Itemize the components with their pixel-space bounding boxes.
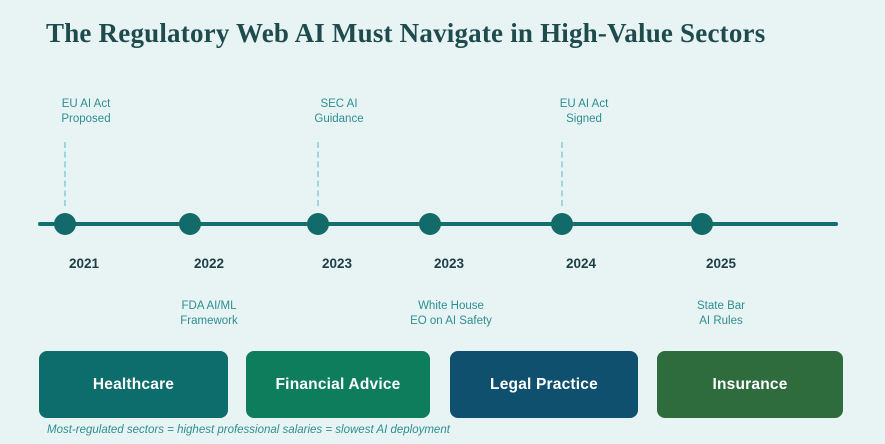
event-label-line: Proposed xyxy=(61,113,111,125)
event-label-line: EU AI Act xyxy=(559,98,609,110)
event-label-sec-ai-guidance: SEC AI Guidance xyxy=(259,97,419,127)
event-label-line: Framework xyxy=(180,315,238,327)
event-label-line: SEC AI xyxy=(320,98,358,110)
year-label-2023a: 2023 xyxy=(321,256,353,271)
event-label-line: AI Rules xyxy=(699,315,743,327)
timeline-dot xyxy=(54,213,76,235)
event-label-line: EU AI Act xyxy=(61,98,111,110)
event-label-eu-ai-act-signed: EU AI Act Signed xyxy=(504,97,664,127)
event-label-line: State Bar xyxy=(697,300,745,312)
event-label-line: Guidance xyxy=(314,113,364,125)
timeline-dot xyxy=(179,213,201,235)
year-label-2025: 2025 xyxy=(705,256,737,271)
event-label-state-bar-ai-rules: State Bar AI Rules xyxy=(641,299,801,329)
footnote: Most-regulated sectors = highest profess… xyxy=(47,424,450,436)
sector-label: Healthcare xyxy=(92,375,175,393)
year-label-2024: 2024 xyxy=(565,256,597,271)
sector-label: Financial Advice xyxy=(275,375,401,393)
sector-card-healthcare: Healthcare xyxy=(39,351,228,418)
timeline-dot xyxy=(691,213,713,235)
year-label-2022: 2022 xyxy=(193,256,225,271)
event-label-line: FDA AI/ML xyxy=(181,300,237,312)
event-label-white-house-eo: White House EO on AI Safety xyxy=(371,299,531,329)
timeline-dot xyxy=(307,213,329,235)
timeline-dot xyxy=(551,213,573,235)
year-label-2021: 2021 xyxy=(68,256,100,271)
event-label-line: EO on AI Safety xyxy=(410,315,492,327)
sector-card-legal-practice: Legal Practice xyxy=(450,351,638,418)
page-title: The Regulatory Web AI Must Navigate in H… xyxy=(46,18,766,48)
dashed-connector xyxy=(317,142,319,206)
dashed-connector xyxy=(64,142,66,206)
event-label-line: Signed xyxy=(566,113,602,125)
sector-card-insurance: Insurance xyxy=(657,351,843,418)
event-label-line: White House xyxy=(418,300,484,312)
event-label-eu-ai-act-proposed: EU AI Act Proposed xyxy=(6,97,166,127)
sector-label: Legal Practice xyxy=(490,375,598,393)
event-label-fda-aiml-framework: FDA AI/ML Framework xyxy=(129,299,289,329)
timeline-dot xyxy=(419,213,441,235)
dashed-connector xyxy=(561,142,563,206)
sector-card-financial-advice: Financial Advice xyxy=(246,351,430,418)
sector-label: Insurance xyxy=(712,375,788,393)
year-label-2023b: 2023 xyxy=(433,256,465,271)
